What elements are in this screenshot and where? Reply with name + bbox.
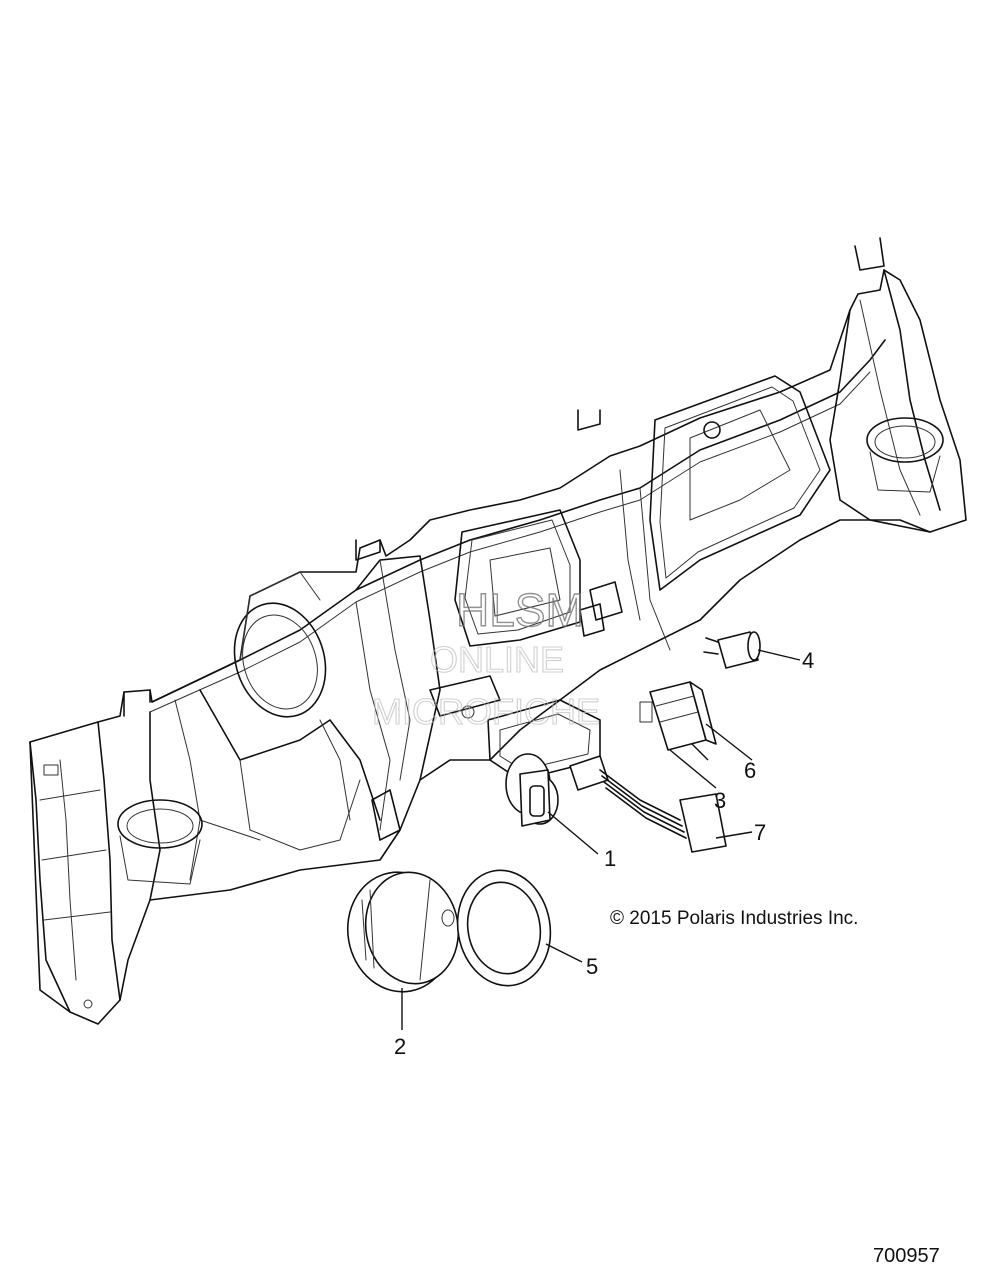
diagram-number: 700957 [873,1245,940,1267]
part-2-gauge [346,871,460,993]
callout-3: 3 [714,788,726,813]
part-6-switch [639,681,717,751]
leader-lines [401,649,801,1030]
part-4-switch [703,631,761,669]
callout-2: 2 [394,1034,406,1059]
part-1-ignition-switch [505,753,559,827]
part-5-bezel-ring [456,869,552,987]
watermark-line-2: ONLINE [430,639,564,680]
dashboard-panel [29,237,967,1025]
callout-labels: 1 2 3 4 5 6 7 [394,648,814,1059]
callout-1: 1 [604,846,616,871]
copyright-text: © 2015 Polaris Industries Inc. [610,908,858,929]
callout-5: 5 [586,954,598,979]
watermark: HLSM ONLINE MICROFICHE [371,583,600,732]
watermark-line-1: HLSM [456,584,584,636]
callout-7: 7 [754,820,766,845]
part-7-harness [569,755,727,853]
callout-6: 6 [744,758,756,783]
watermark-line-3: MICROFICHE [372,691,600,732]
callout-4: 4 [802,648,814,673]
